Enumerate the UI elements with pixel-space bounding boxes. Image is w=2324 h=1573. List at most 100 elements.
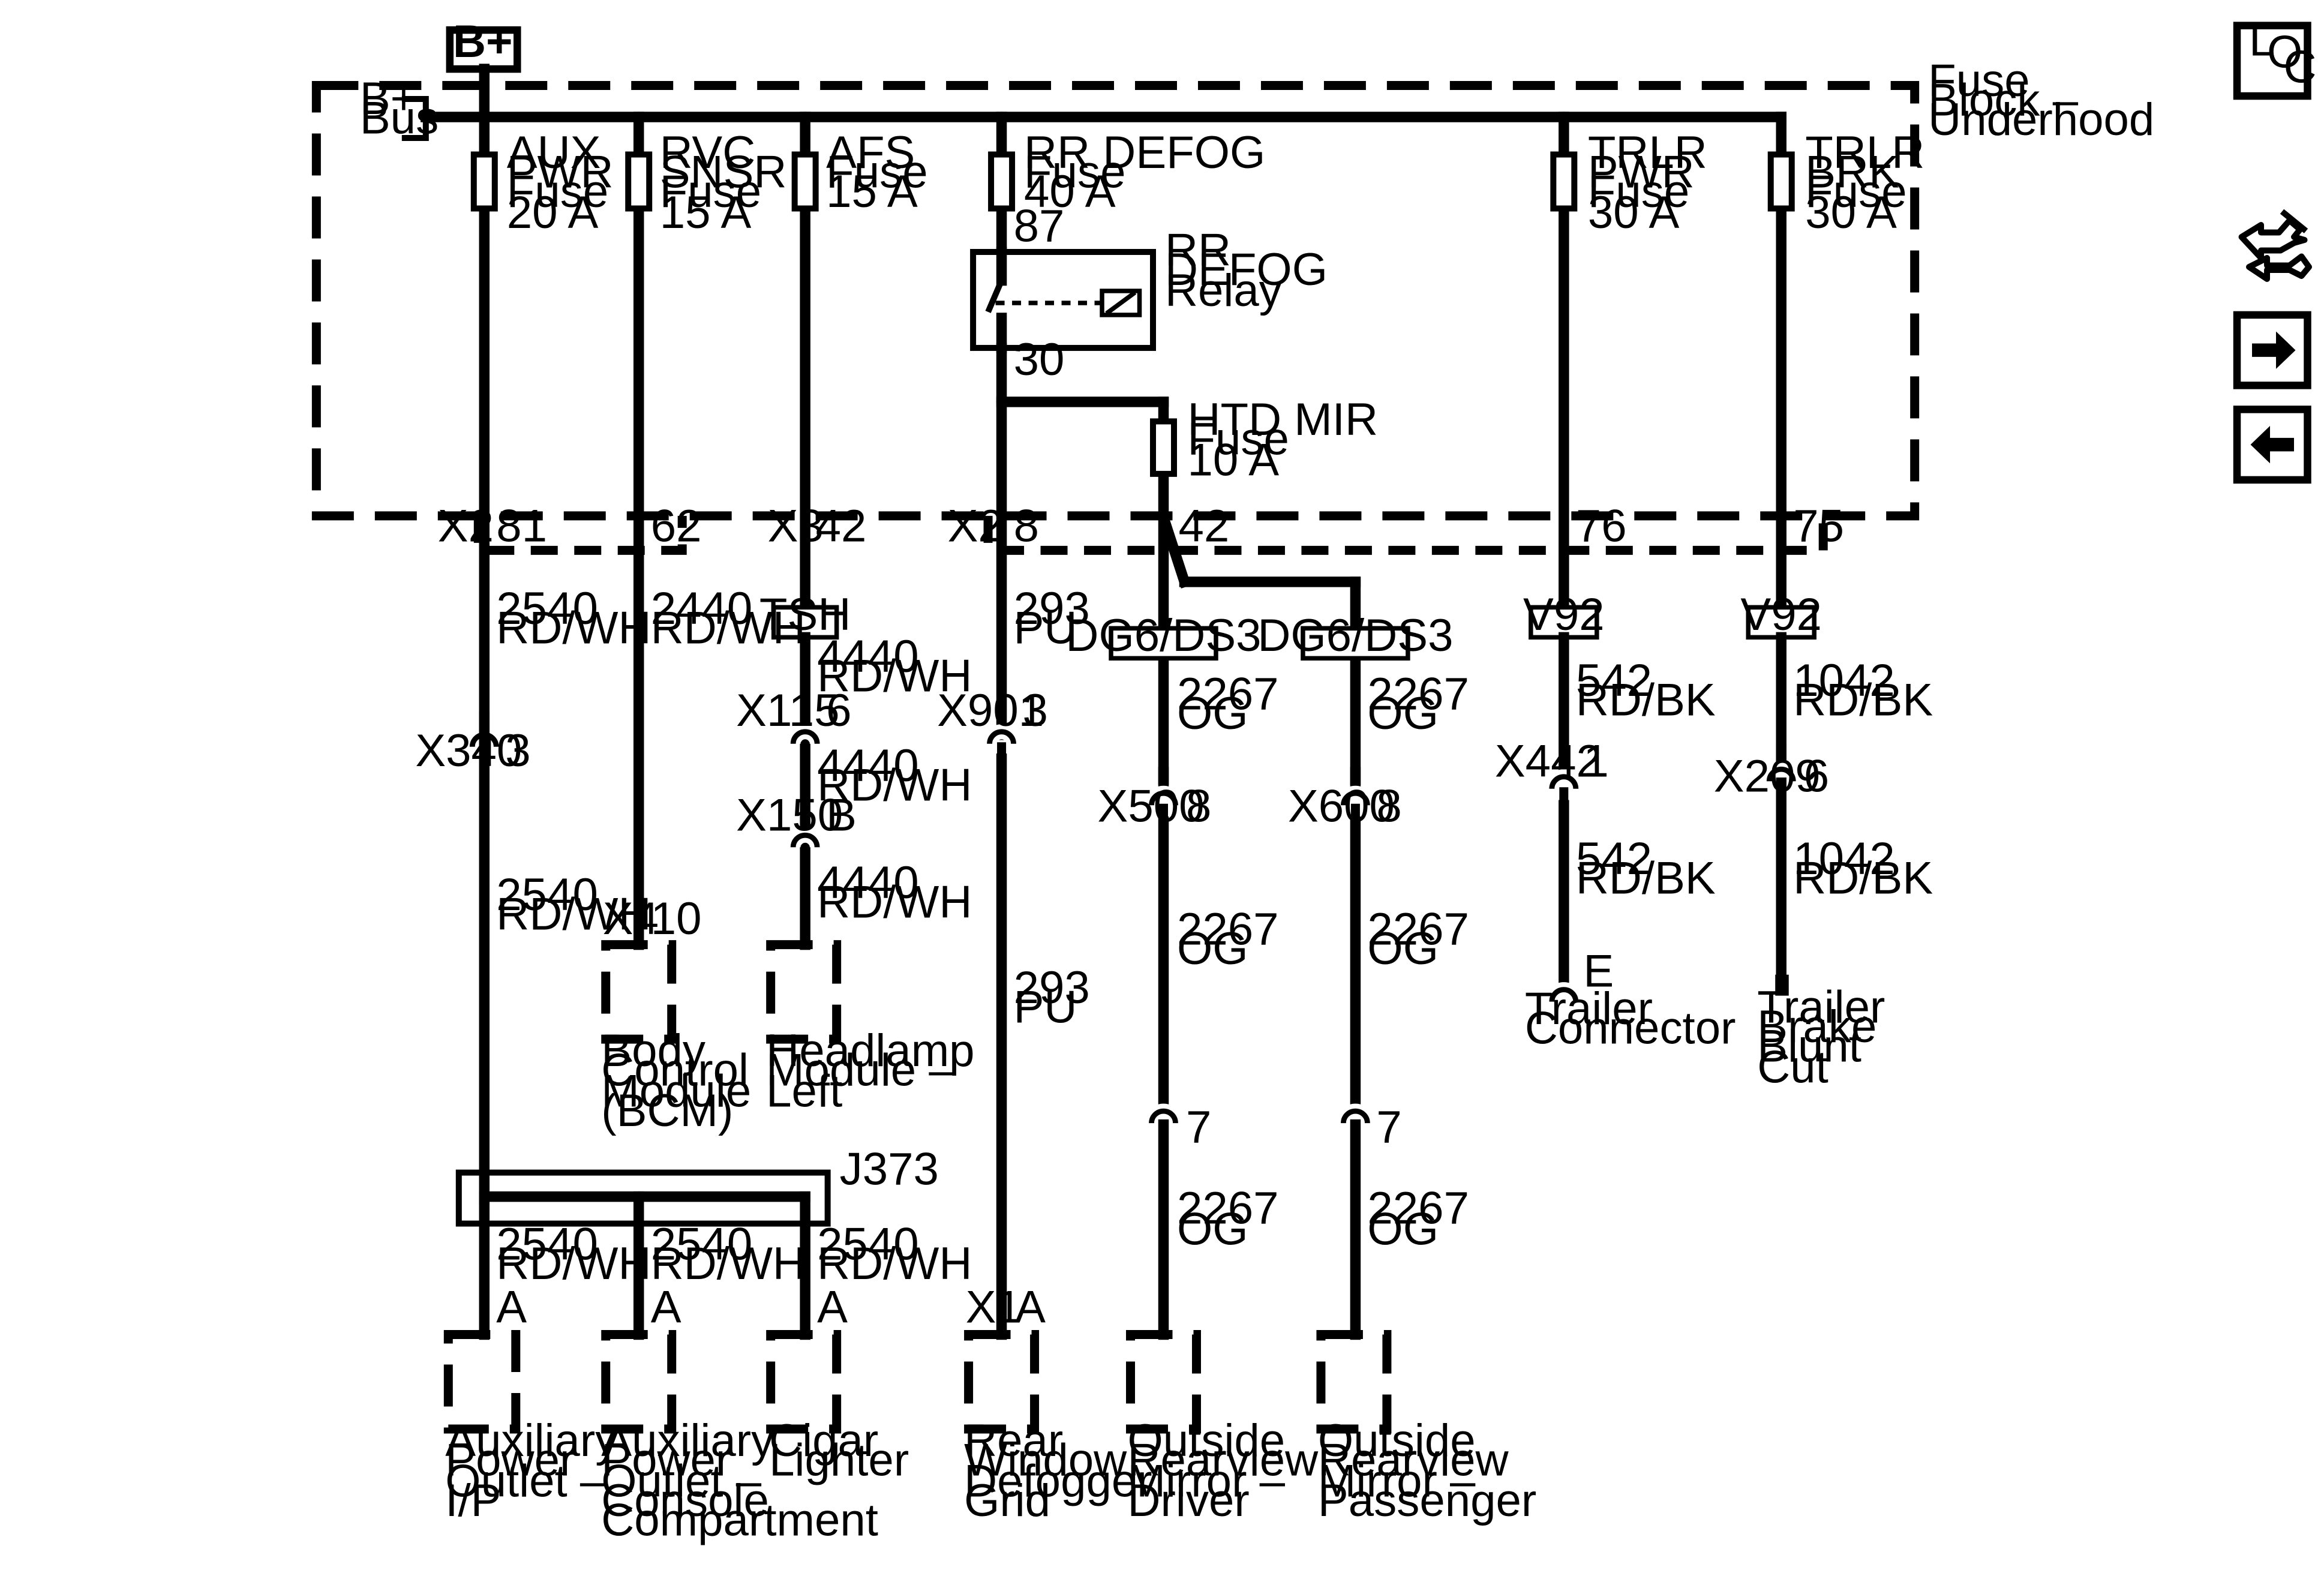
svg-text:Fuse: Fuse [507,166,608,217]
svg-text:3: 3 [1023,685,1048,736]
next-button[interactable] [2233,311,2311,389]
svg-text:A: A [1015,1282,1046,1333]
fuse-aux-pwr [470,151,498,212]
svg-text:RD/BK: RD/BK [1576,674,1716,725]
svg-text:RD/WH: RD/WH [651,1238,806,1289]
svg-text:X2: X2 [948,500,1004,551]
loc-button[interactable]: L O C [2233,15,2317,100]
svg-text:Compartment: Compartment [601,1494,878,1545]
svg-text:OG: OG [1367,688,1439,739]
svg-text:RR: RR [1165,224,1231,275]
svg-text:10: 10 [651,893,702,944]
fuse-rr-defog-label: RR DEFOG Fuse 40 A [1024,127,1265,217]
svg-text:Body: Body [601,1025,705,1076]
svg-text:7: 7 [1376,1102,1401,1153]
svg-text:OG: OG [1367,923,1439,974]
cigar-pin: A [817,1282,848,1333]
wire-4440-c: 4440 RD/WH [817,857,972,927]
svg-text:TRLR: TRLR [1805,127,1924,178]
aux-console-pin: A [651,1282,681,1333]
svg-text:RD/BK: RD/BK [1793,853,1933,904]
svg-text:Headlamp: Headlamp [766,1025,974,1076]
svg-text:Fuse: Fuse [1588,166,1689,217]
svg-text:1042: 1042 [1793,833,1895,884]
svg-text:RVC: RVC [660,127,756,178]
fuse-block-label: Fuse Block – Underhood [1928,55,2154,145]
svg-text:V92: V92 [1523,589,1605,640]
trailer-brake-label: Trailer Brake Blunt Cut [1757,982,1885,1093]
svg-text:X600: X600 [1288,781,1395,832]
bcm-connector: X4 10 [603,893,702,944]
svg-text:TRLR: TRLR [1588,127,1707,178]
svg-text:SNSR: SNSR [660,147,787,198]
svg-text:Lighter: Lighter [769,1434,909,1485]
svg-text:542: 542 [1576,833,1652,884]
rear-defog-label: Rear Window Defogger Grid [964,1415,1152,1526]
svg-text:4440: 4440 [817,857,919,908]
trailer-connector-label: Trailer Connector [1525,983,1736,1053]
svg-text:2267: 2267 [1367,904,1469,955]
option-tsh: TSH [759,589,851,640]
inline-connector-x442: X442 1 [1495,736,1609,806]
svg-text:293: 293 [1014,962,1090,1013]
arrow-left-icon [2250,425,2295,464]
fuse-trlr-pwr-label: TRLR PWR Fuse 30 A [1588,127,1707,238]
wire-2267-driver-a: 2267 OG [1177,668,1279,739]
svg-text:542: 542 [1576,655,1652,706]
svg-text:Fuse: Fuse [1928,55,2029,106]
power-source-label: B+ [453,16,513,67]
svg-text:RD/WH: RD/WH [651,602,806,653]
prev-button[interactable] [2233,406,2311,484]
svg-text:TSH: TSH [759,589,851,640]
inline-connector-driver-7: 7 [1144,1102,1211,1153]
svg-text:RD/WH: RD/WH [496,1238,651,1289]
svg-text:OG: OG [1177,923,1248,974]
diagnostic-tool-icon[interactable] [2238,209,2313,282]
svg-text:10 A: 10 A [1187,434,1279,485]
svg-text:40 A: 40 A [1024,166,1116,217]
bcm-label: Body Control Module (BCM) [601,1025,751,1136]
svg-text:PU: PU [1014,982,1077,1033]
svg-text:3: 3 [505,725,530,776]
svg-text:PU: PU [1014,602,1077,653]
svg-text:Trailer: Trailer [1757,982,1885,1033]
svg-text:2267: 2267 [1367,1183,1469,1234]
svg-text:Rear: Rear [964,1415,1063,1466]
inline-connector-x500: X500 8 [1098,767,1211,832]
wire-2540-c: 2540 RD/WH [496,1219,651,1289]
svg-text:7: 7 [1186,1102,1211,1153]
svg-text:AFS: AFS [826,127,915,178]
wire-542-b: 542 RD/BK [1576,833,1716,903]
svg-text:DEFOG: DEFOG [1165,244,1328,295]
svg-text:Defogger: Defogger [964,1455,1152,1506]
inline-connector-x150: X150 B [736,790,857,864]
fuse-afs-label: AFS Fuse 15 A [826,127,927,217]
svg-text:Mirror –: Mirror – [1318,1455,1476,1506]
svg-text:6: 6 [826,685,851,736]
svg-text:BRK: BRK [1805,147,1899,198]
svg-text:Outside: Outside [1128,1415,1286,1466]
svg-text:DG6/DS3: DG6/DS3 [1065,610,1261,661]
fuse-rvc-snsr [625,151,653,212]
fuse-trlr-pwr [1550,151,1578,212]
svg-text:15 A: 15 A [826,166,918,217]
svg-text:X2: X2 [438,500,494,551]
svg-text:RD/WH: RD/WH [817,650,972,701]
svg-text:RD/WH: RD/WH [817,760,972,811]
svg-text:8: 8 [1014,500,1039,551]
aux-power-outlet-console [601,1330,677,1434]
svg-text:RD/WH: RD/WH [496,602,651,653]
svg-text:42: 42 [1178,500,1229,551]
svg-text:75: 75 [1793,500,1844,551]
svg-text:PWR: PWR [507,147,614,198]
svg-text:2540: 2540 [496,1219,598,1270]
svg-text:OG: OG [1177,1204,1248,1255]
svg-text:AUX: AUX [507,127,601,178]
wire-1042-a: 1042 RD/BK [1793,655,1933,725]
wire-2540-d: 2540 RD/WH [651,1219,806,1289]
arrow-right-icon [2252,331,2296,369]
svg-text:2540: 2540 [496,583,598,634]
option-dg6-driver: DG6/DS3 [1065,610,1261,661]
fuse-trlr-brk [1767,151,1795,212]
svg-text:2540: 2540 [651,1219,753,1270]
